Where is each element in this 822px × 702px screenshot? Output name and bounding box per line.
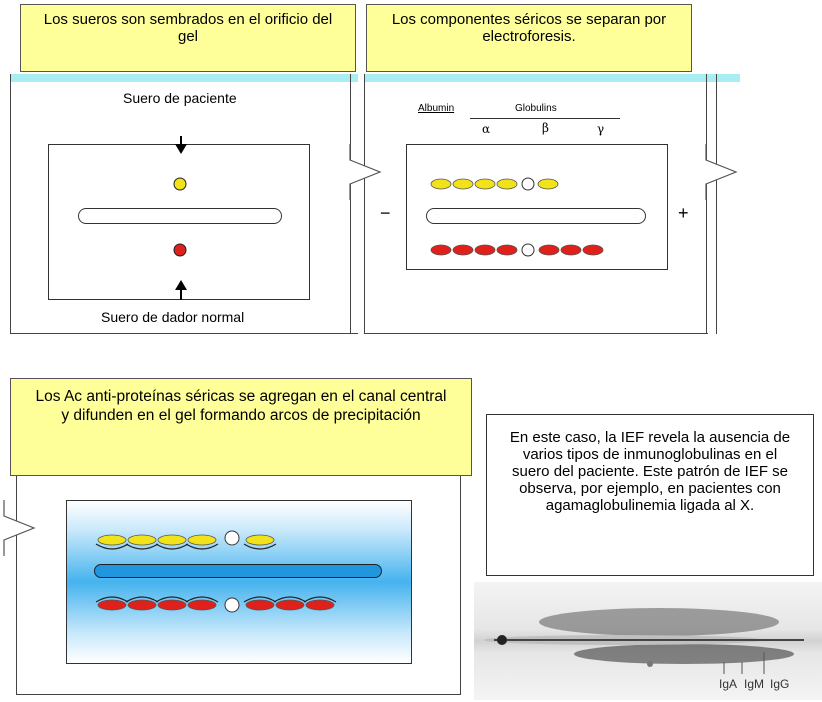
- cathode-minus-label: −: [380, 203, 391, 223]
- panel2-left-border: [364, 74, 365, 334]
- panel1-left-border: [10, 74, 11, 334]
- precipitin-arcs-photo: [484, 608, 804, 674]
- arrow-up-icon: [175, 280, 187, 300]
- cyan-strip-left: [10, 74, 358, 82]
- panel3-left-border: [716, 74, 717, 334]
- igm-label: IgM: [744, 677, 765, 691]
- central-channel-3: [94, 564, 382, 578]
- panel2-bottom-border: [364, 333, 708, 334]
- patient-serum-label: Suero de paciente: [123, 90, 237, 106]
- chevron-arrow-icon-2: [705, 144, 738, 200]
- normal-serum-label: Suero de dador normal: [101, 309, 245, 325]
- gamma-label: γ: [597, 122, 605, 136]
- igg-label: IgG: [770, 677, 790, 691]
- note-antibodies: Los Ac anti-proteínas séricas se agregan…: [10, 378, 472, 476]
- chevron-arrow-icon-1: [349, 144, 382, 200]
- cyan-strip-right: [364, 74, 740, 82]
- globulins-label: Globulins: [515, 103, 557, 114]
- iga-label: IgA: [719, 677, 738, 691]
- panel2-right-border: [706, 74, 707, 334]
- albumin-label: Albumin: [418, 103, 455, 114]
- panel1-right-border: [350, 74, 351, 334]
- central-channel-1: [78, 208, 282, 224]
- patient-precipitation-arcs: [95, 530, 277, 550]
- globulins-rule: [470, 118, 620, 119]
- normal-well: [173, 243, 187, 257]
- normal-bands-separated: [430, 243, 604, 257]
- alpha-label: α: [482, 122, 491, 136]
- normal-precipitation-arcs: [95, 596, 337, 613]
- patient-bands-separated: [430, 177, 559, 191]
- chevron-arrow-icon-3: [3, 500, 36, 556]
- patient-well: [173, 177, 187, 191]
- anode-plus-label: +: [678, 203, 689, 223]
- panel4-right-border: [460, 470, 461, 695]
- gel-plate-3: [66, 500, 412, 664]
- panel4-left-border: [16, 470, 17, 695]
- beta-label: β: [542, 121, 549, 135]
- ief-photo: IgA IgM IgG: [474, 582, 822, 700]
- explanation-box: En este caso, la IEF revela la ausencia …: [486, 414, 814, 576]
- panel1-bottom-border: [10, 333, 358, 334]
- note-separation: Los componentes séricos se separan por e…: [366, 4, 692, 72]
- central-channel-2: [426, 208, 646, 224]
- note-seeding: Los sueros son sembrados en el orificio …: [20, 4, 356, 72]
- arrow-down-icon: [175, 136, 187, 154]
- panel4-bottom-border: [16, 694, 460, 695]
